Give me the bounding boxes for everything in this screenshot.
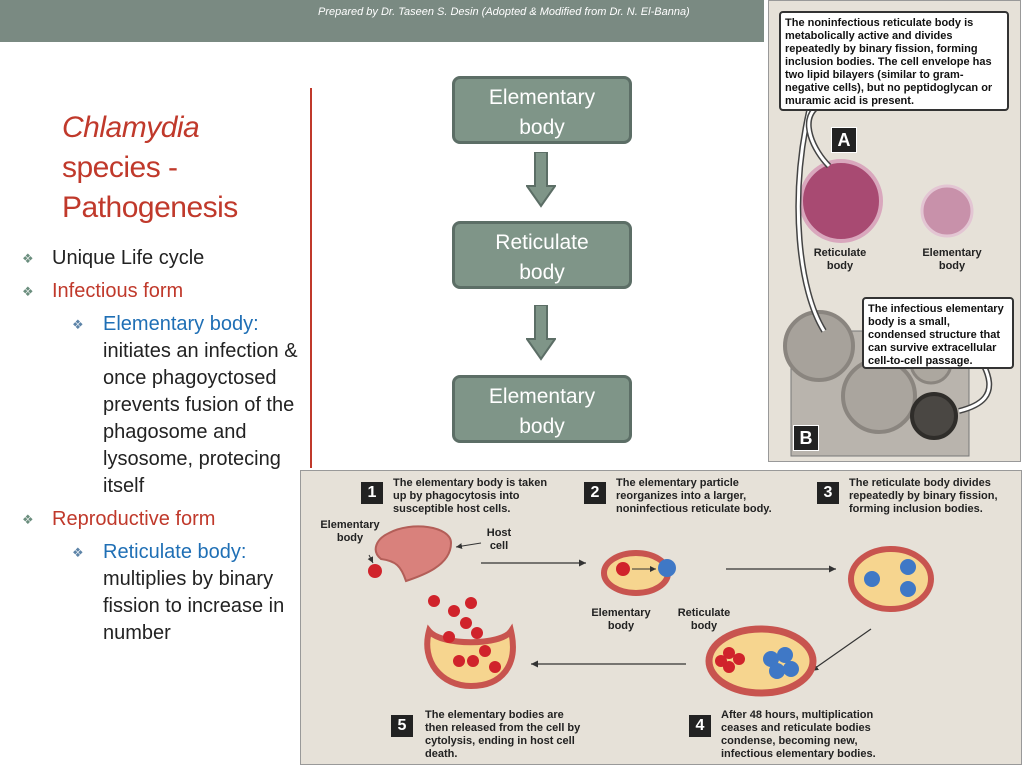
sub-bullet-text: multiplies by binary fission to increase…	[103, 568, 285, 644]
title-line-2: species -	[62, 151, 178, 184]
step-text-2: The elementary particle reorganizes into…	[616, 477, 772, 515]
slide-title: Chlamydia species - Pathogenesis	[62, 108, 312, 228]
label-b: B	[793, 425, 819, 451]
step-text-5: The elementary bodies are then released …	[425, 709, 581, 760]
reticulate-label: Reticulate body	[805, 247, 875, 273]
flow-label: body	[519, 261, 565, 284]
step-number-2: 2	[584, 482, 606, 504]
diamond-bullet-icon: ❖	[22, 284, 34, 299]
step-text-1: The elementary body is taken up by phago…	[393, 477, 548, 515]
label-a: A	[831, 127, 857, 153]
bullet-text: Infectious form	[52, 280, 184, 302]
step-number-3: 3	[817, 482, 839, 504]
callout-elementary: The infectious elementary body is a smal…	[862, 297, 1014, 369]
label-line: Reticulate	[813, 247, 867, 259]
down-arrow-icon	[526, 305, 556, 361]
title-italic: Chlamydia	[62, 111, 200, 144]
diamond-bullet-icon: ❖	[72, 317, 84, 332]
callout-reticulate: The noninfectious reticulate body is met…	[779, 11, 1009, 111]
sub-bullet-lead: Reticulate body:	[103, 541, 247, 563]
flow-label: body	[519, 116, 565, 139]
flow-label: Elementary	[488, 385, 596, 408]
elementary-label: Elementary body	[917, 247, 987, 273]
step2-reticulate-label: Reticulate body	[669, 607, 739, 633]
label-line: body	[938, 260, 966, 272]
label-line: body	[826, 260, 854, 272]
sub-bullet-text: initiates an infection & once phagoyctos…	[103, 340, 298, 497]
diamond-bullet-icon: ❖	[22, 251, 34, 266]
bullet-text: Unique Life cycle	[52, 247, 205, 269]
step-number-4: 4	[689, 715, 711, 737]
label-line: body	[336, 532, 364, 544]
header-bar: Prepared by Dr. Taseen S. Desin (Adopted…	[0, 0, 764, 42]
host-cell-shape	[374, 525, 453, 583]
host-cell-step3	[848, 546, 934, 612]
label-line: cell	[489, 540, 509, 552]
label-line: Reticulate	[677, 607, 731, 619]
label-line: Host	[486, 527, 512, 539]
sub-bullet-lead: Elementary body:	[103, 313, 259, 335]
label-line: body	[607, 620, 635, 632]
label-line: Elementary	[922, 247, 982, 259]
diamond-bullet-icon: ❖	[22, 512, 34, 527]
step-text-3: The reticulate body divides repeatedly b…	[849, 477, 998, 515]
label-line: body	[690, 620, 718, 632]
title-line-3: Pathogenesis	[62, 191, 238, 224]
bullet-item: ❖ Reproductive form	[18, 506, 308, 533]
bullet-item: ❖ Unique Life cycle	[18, 245, 308, 272]
step-number-1: 1	[361, 482, 383, 504]
flow-box-elementary-2: Elementary body	[452, 375, 632, 443]
flow-box-reticulate: Reticulate body	[452, 221, 632, 289]
sub-bullet-item: ❖ Reticulate body: multiplies by binary …	[18, 539, 308, 647]
label-line: Elementary	[591, 607, 651, 619]
step-number-5: 5	[391, 715, 413, 737]
micrograph-cell	[783, 310, 855, 382]
step-text-4: After 48 hours, multiplication ceases an…	[721, 709, 876, 760]
flow-label: Elementary	[488, 86, 596, 109]
divider-line	[310, 88, 312, 468]
diamond-bullet-icon: ❖	[72, 545, 84, 560]
bullet-item: ❖ Infectious form	[18, 278, 308, 305]
lifecycle-graphics	[367, 525, 934, 697]
host-cell-label: Host cell	[479, 527, 519, 553]
elementary-body-shape	[920, 184, 974, 238]
flow-box-elementary-1: Elementary body	[452, 76, 632, 144]
step2-elementary-label: Elementary body	[585, 607, 657, 633]
host-cell-step4	[705, 625, 817, 697]
micrograph-cell	[910, 392, 958, 440]
elementary-particle	[368, 564, 382, 578]
micrograph-cell	[841, 358, 917, 434]
reticulate-body-shape	[799, 159, 883, 243]
down-arrow-icon	[526, 152, 556, 208]
bullet-text: Reproductive form	[52, 508, 216, 530]
figure-panel-lifecycle: 1 The elementary body is taken up by pha…	[300, 470, 1022, 765]
elementary-body-label: Elementary body	[315, 519, 385, 545]
host-cell-step2	[601, 550, 671, 596]
sub-bullet-item: ❖ Elementary body: initiates an infectio…	[18, 311, 308, 500]
credit-text: Prepared by Dr. Taseen S. Desin (Adopted…	[318, 6, 690, 18]
label-line: Elementary	[320, 519, 380, 531]
flow-label: body	[519, 415, 565, 438]
figure-panel-top: The noninfectious reticulate body is met…	[768, 0, 1021, 462]
flow-label: Reticulate	[495, 231, 589, 254]
bullet-list: ❖ Unique Life cycle ❖ Infectious form ❖ …	[18, 245, 308, 653]
